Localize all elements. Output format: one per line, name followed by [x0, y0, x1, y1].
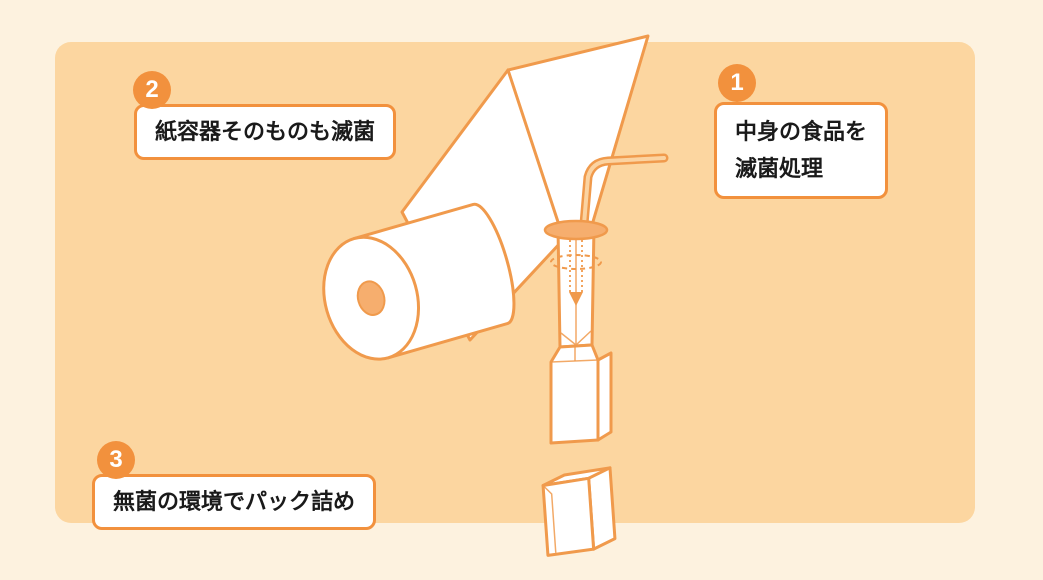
callout-1-line-2: 滅菌処理 — [735, 156, 824, 182]
callout-step-1: 中身の食品を 滅菌処理 — [714, 102, 889, 199]
callout-3-line-1: 無菌の環境でパック詰め — [113, 489, 356, 514]
step-1-number-badge: 1 — [718, 64, 756, 102]
filling-pipe — [579, 153, 669, 229]
sterilizing-ring-flange — [543, 219, 609, 241]
callout-1-line-1: 中身の食品を — [735, 119, 868, 144]
callout-step-2: 紙容器そのものも滅菌 — [134, 104, 397, 161]
finished-carton-front — [541, 476, 596, 557]
paper-roll — [322, 202, 516, 361]
forming-carton — [549, 343, 613, 445]
finished-carton-fold — [542, 484, 557, 553]
step-3-number-badge: 3 — [97, 441, 135, 479]
sterilizing-ring — [543, 219, 609, 241]
callout-step-3: 無菌の環境でパック詰め — [92, 474, 377, 531]
paper-roll-core-hole — [356, 280, 386, 316]
step-2-number-badge: 2 — [133, 71, 171, 109]
flow-dotted-lines — [569, 240, 583, 292]
forming-carton-side — [596, 351, 613, 442]
flow-indicator — [550, 240, 602, 306]
spray-dashed-ellipse — [550, 254, 602, 270]
downward-arrow-icon — [569, 292, 583, 306]
forming-tube — [556, 224, 596, 349]
filling-pipe-inner — [582, 156, 666, 226]
finished-carton — [541, 466, 617, 557]
callout-2-line-1: 紙容器そのものも滅菌 — [155, 119, 376, 144]
